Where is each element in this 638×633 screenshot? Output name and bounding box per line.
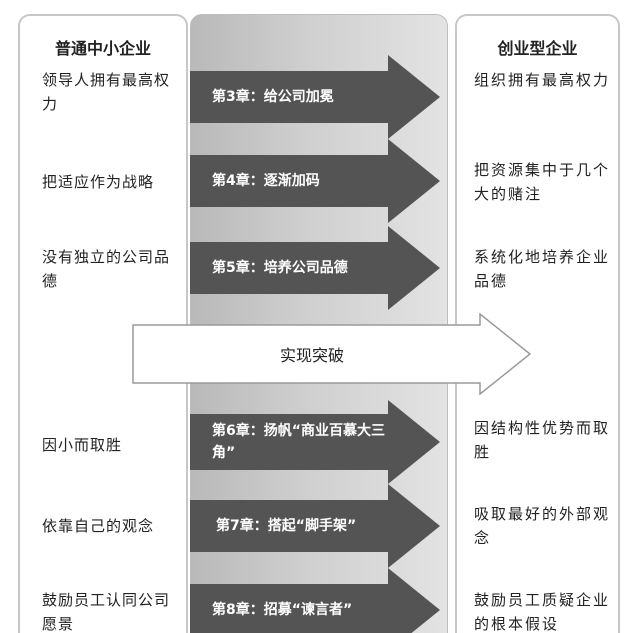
chapter-label-6: 第6章：扬帆“商业百慕大三角” <box>212 423 385 461</box>
chapter-arrow-7: 第7章：搭起“脚手架” <box>190 484 440 568</box>
chapter-label-7: 第7章：搭起“脚手架” <box>216 518 357 534</box>
chapter-arrow-6: 第6章：扬帆“商业百慕大三角” <box>190 400 440 484</box>
chapter-label-4: 第4章：逐渐加码 <box>212 173 320 189</box>
chapter-arrow-4: 第4章：逐渐加码 <box>190 139 440 223</box>
arrow-shape <box>190 400 440 484</box>
left-label-4: 因小而取胜 <box>42 436 123 454</box>
arrow-shape <box>190 484 440 568</box>
chapter-arrow-5: 第5章：培养公司品德 <box>190 226 440 310</box>
left-label-3: 没有独立的公司品德 <box>42 248 171 290</box>
right-label-4: 因结构性优势而取胜 <box>474 419 611 461</box>
chapter-label-3: 第3章：给公司加冕 <box>212 89 334 105</box>
right-label-5: 吸取最好的外部观念 <box>474 505 611 547</box>
left-label-2: 把适应作为战略 <box>42 173 155 191</box>
left-label-6: 鼓励员工认同公司愿景 <box>42 591 171 633</box>
chapter-arrow-3: 第3章：给公司加冕 <box>190 55 440 139</box>
arrow-shape <box>190 139 440 223</box>
breakthrough-arrow: 实现突破 <box>132 313 532 395</box>
right-column-title: 创业型企业 <box>497 39 578 58</box>
left-label-5: 依靠自己的观念 <box>42 517 155 535</box>
chapter-arrow-8: 第8章：招募“谏言者” <box>190 568 440 633</box>
arrow-shape <box>190 568 440 633</box>
chapter-label-5: 第5章：培养公司品德 <box>212 260 348 276</box>
right-label-6: 鼓励员工质疑企业的根本假设 <box>474 591 611 633</box>
left-column-title: 普通中小企业 <box>54 39 151 58</box>
breakthrough-label: 实现突破 <box>279 346 344 365</box>
left-column-box <box>18 14 188 633</box>
chapter-label-8: 第8章：招募“谏言者” <box>212 602 353 618</box>
left-label-1: 领导人拥有最高权力 <box>42 71 171 113</box>
arrow-shape <box>190 55 440 139</box>
right-label-3: 系统化地培养企业品德 <box>474 248 611 290</box>
arrow-shape <box>190 226 440 310</box>
breakthrough-arrow-shape <box>132 313 532 395</box>
right-label-1: 组织拥有最高权力 <box>474 71 611 89</box>
right-label-2: 把资源集中于几个大的赌注 <box>474 161 611 203</box>
